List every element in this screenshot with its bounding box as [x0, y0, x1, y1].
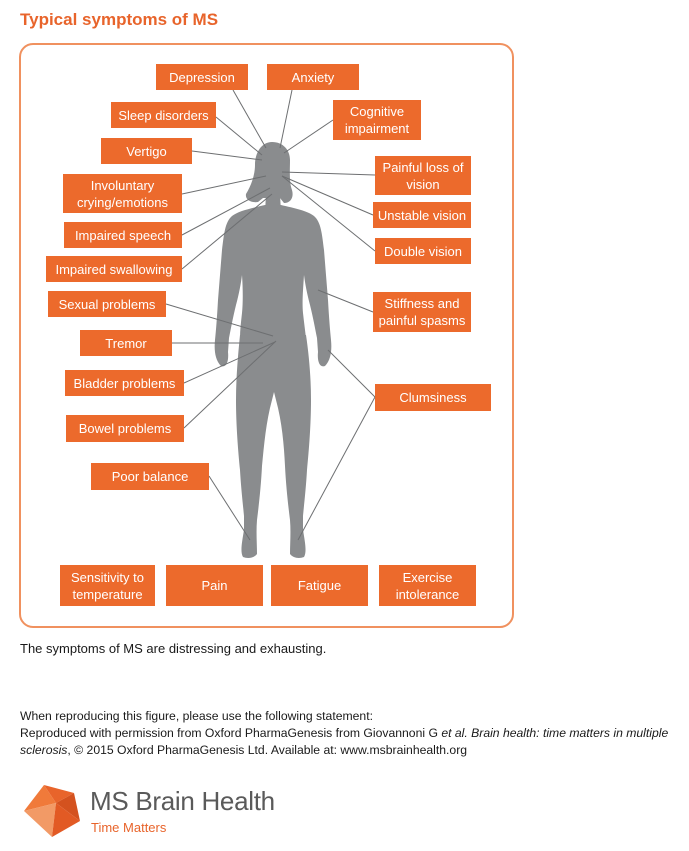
symptom-poor-balance: Poor balance	[91, 463, 209, 490]
symptom-double-vision: Double vision	[375, 238, 471, 264]
leader-line-sexual-problems	[165, 303, 274, 337]
leader-line-cognitive-impairment	[283, 119, 334, 154]
leader-line-impaired-swallowing	[181, 193, 273, 270]
symptom-anxiety: Anxiety	[267, 64, 359, 90]
symptom-unstable-vision: Unstable vision	[373, 202, 471, 228]
leader-lines	[165, 89, 376, 541]
leader-line-impaired-speech	[181, 187, 271, 236]
symptom-sensitivity-to-temperature: Sensitivity to temperature	[60, 565, 155, 606]
leader-line-anxiety	[279, 89, 293, 149]
symptom-bowel-problems: Bowel problems	[66, 415, 184, 442]
symptom-tremor: Tremor	[80, 330, 172, 356]
leader-line-bladder-problems	[183, 341, 276, 384]
logo-tagline: Time Matters	[91, 820, 167, 835]
symptom-impaired-swallowing: Impaired swallowing	[46, 256, 182, 282]
female-silhouette	[214, 142, 332, 558]
figure-caption: The symptoms of MS are distressing and e…	[20, 641, 327, 656]
symptom-painful-loss-of-vision: Painful loss of vision	[375, 156, 471, 195]
symptom-sexual-problems: Sexual problems	[48, 291, 166, 317]
citation-title: et al. Brain health: time matters in mul…	[20, 726, 669, 757]
leader-line-unstable-vision	[281, 175, 374, 216]
symptom-involuntary-crying: Involuntary crying/emotions	[63, 174, 182, 213]
leader-line-bowel-problems	[183, 340, 277, 429]
symptom-impaired-speech: Impaired speech	[64, 222, 182, 248]
diagram-frame	[19, 43, 514, 628]
ms-brain-health-logo-icon	[24, 785, 80, 837]
symptom-pain: Pain	[166, 565, 263, 606]
symptom-sleep-disorders: Sleep disorders	[111, 102, 216, 128]
reproduction-statement: When reproducing this figure, please use…	[20, 708, 680, 759]
leader-line-stiffness	[317, 289, 374, 313]
statement-citation: Reproduced with permission from Oxford P…	[20, 725, 680, 759]
statement-intro: When reproducing this figure, please use…	[20, 709, 373, 723]
logo-wordmark: MS Brain Health	[90, 786, 275, 816]
symptom-fatigue: Fatigue	[271, 565, 368, 606]
symptom-cognitive-impairment: Cognitive impairment	[333, 100, 421, 140]
symptom-exercise-intolerance: Exercise intolerance	[379, 565, 476, 606]
leader-line-poor-balance	[208, 475, 251, 541]
leader-line-clumsiness-right-foot	[297, 396, 376, 541]
figure-title: Typical symptoms of MS	[20, 10, 219, 29]
symptom-bladder-problems: Bladder problems	[65, 370, 184, 396]
body-silhouette-diagram	[165, 89, 376, 558]
symptom-clumsiness: Clumsiness	[375, 384, 491, 411]
citation-text: Reproduced with permission from Oxford P…	[20, 726, 442, 740]
citation-copyright: , © 2015 Oxford PharmaGenesis Ltd. Avail…	[67, 743, 468, 757]
symptom-vertigo: Vertigo	[101, 138, 192, 164]
leader-line-double-vision	[281, 175, 376, 252]
leader-line-vertigo	[191, 150, 263, 161]
leader-line-painful-loss-of-vision	[281, 171, 376, 176]
symptom-stiffness-and-spasms: Stiffness and painful spasms	[373, 292, 471, 332]
symptom-depression: Depression	[156, 64, 248, 90]
leader-line-sleep-disorders	[215, 116, 263, 156]
leader-line-clumsiness-right-hand	[327, 349, 376, 398]
leader-line-involuntary-crying	[181, 175, 267, 195]
leader-line-depression	[232, 89, 267, 149]
